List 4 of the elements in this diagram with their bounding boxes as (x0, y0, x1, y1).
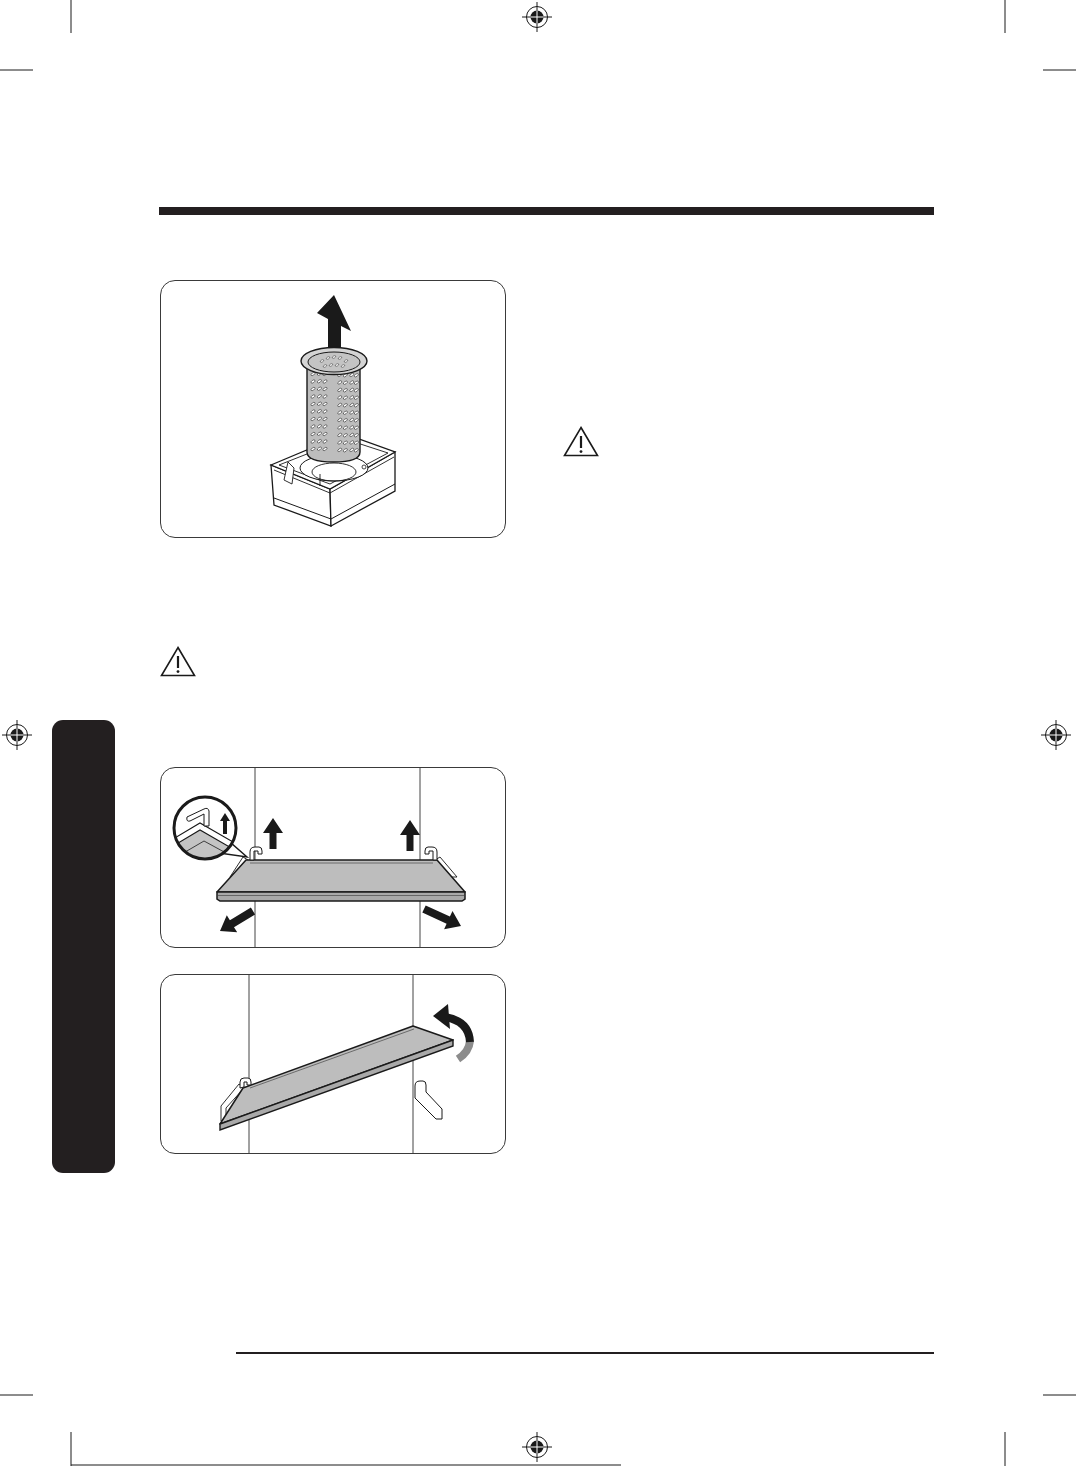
illustration-panel (160, 974, 506, 1154)
illustration-panel (160, 767, 506, 948)
side-tab (52, 720, 115, 1173)
illustration-panel (160, 280, 506, 538)
